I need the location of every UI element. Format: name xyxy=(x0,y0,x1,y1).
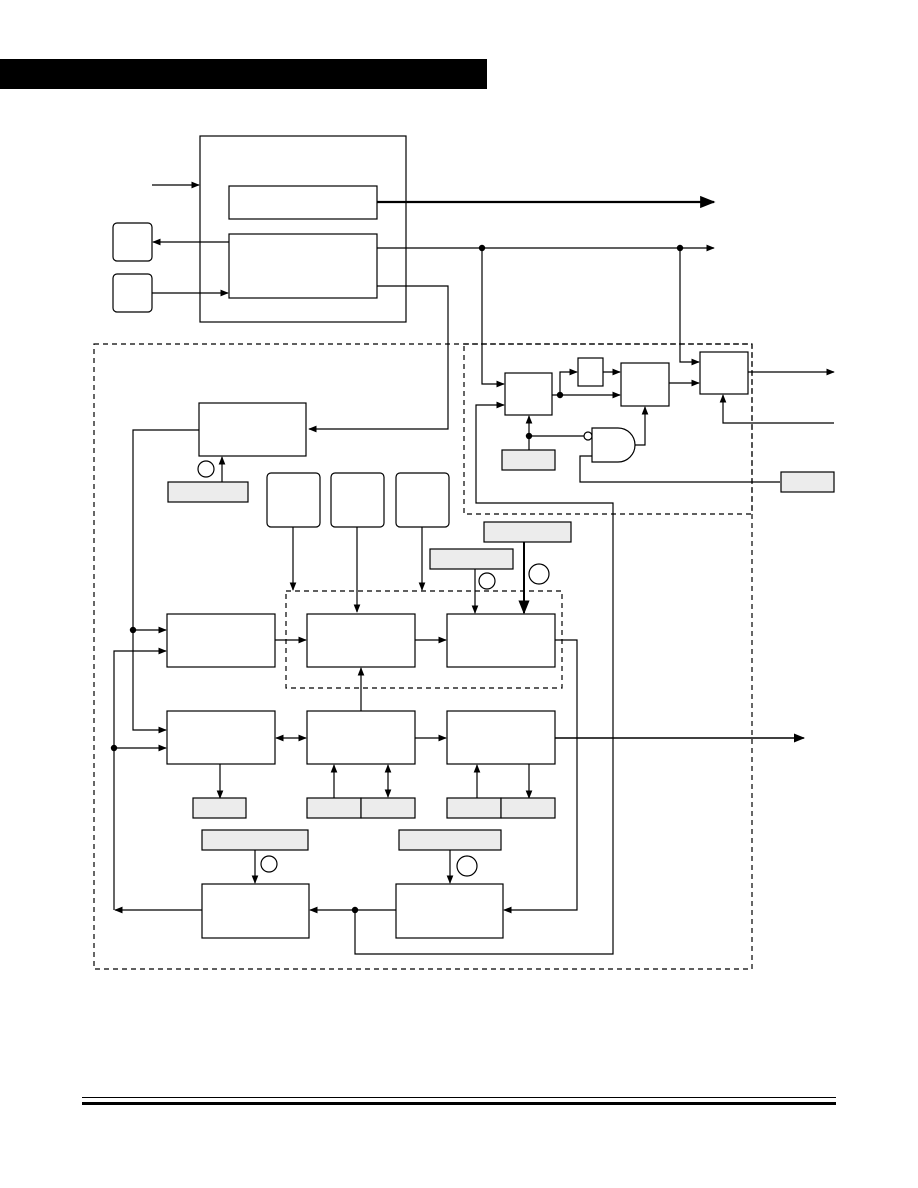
feedback-loop-to-mux xyxy=(354,401,614,955)
bottom-right-label-box xyxy=(398,829,502,851)
gate-to-latch-line xyxy=(635,406,649,446)
small-block xyxy=(577,357,604,387)
control-to-prescaler-line xyxy=(308,285,449,433)
row2-block-left xyxy=(166,710,276,765)
inverter-bubble xyxy=(583,431,593,441)
row1-block-left xyxy=(166,613,276,668)
row1-block-mid xyxy=(306,613,416,668)
upper-label-box xyxy=(483,521,572,543)
source-block-2 xyxy=(330,472,385,528)
junction-dot xyxy=(129,626,137,634)
line-to-mux-block xyxy=(481,248,505,388)
callout-circle xyxy=(528,563,550,585)
callout-circle xyxy=(478,572,496,590)
pin-block-lower xyxy=(112,273,153,313)
callout-circle xyxy=(456,855,478,877)
top-register-block xyxy=(228,185,378,220)
bottom-block-left xyxy=(201,883,310,939)
row1-right-to-bottom-line xyxy=(503,639,578,914)
callout-circle xyxy=(197,460,215,478)
control-to-output-logic-line xyxy=(679,248,700,366)
and-gate-symbol xyxy=(591,427,636,463)
output-logic-block xyxy=(699,351,749,395)
row2-block-mid xyxy=(306,710,416,765)
bottom-left-label-box xyxy=(201,829,309,851)
pin-block-upper xyxy=(112,222,153,262)
top-module-outline xyxy=(199,135,407,323)
mux-label-box xyxy=(501,449,556,471)
callout-circle xyxy=(260,855,278,873)
junction-dot xyxy=(110,744,118,752)
bottom-block-right xyxy=(395,883,504,939)
row2-left-status-box xyxy=(192,797,247,819)
main-dashed-region xyxy=(93,343,753,970)
mux-to-small-line xyxy=(552,368,578,396)
prescaler-label-box xyxy=(167,481,249,503)
label-to-gate-line xyxy=(579,455,780,483)
row1-block-right xyxy=(446,613,556,668)
mid-label-box xyxy=(429,548,514,570)
row2-mid-label-box-b xyxy=(360,797,416,819)
row2-mid-label-box-a xyxy=(306,797,362,819)
header-bar xyxy=(0,59,487,89)
row2-right-label-box-a xyxy=(446,797,502,819)
latch-block xyxy=(620,362,670,407)
row2-right-label-box-b xyxy=(500,797,556,819)
prescaler-clock-line xyxy=(132,429,199,734)
row2-block-right xyxy=(446,710,556,765)
footer-rule xyxy=(82,1097,836,1098)
source-block-1 xyxy=(266,472,321,528)
right-dashed-region xyxy=(463,343,753,515)
gate-input-label-box xyxy=(780,471,835,493)
prescaler-block xyxy=(198,402,307,457)
mux-block xyxy=(504,372,553,416)
source-block-3 xyxy=(395,472,450,528)
feedback-to-row1-left xyxy=(113,647,167,910)
footer-rule xyxy=(82,1102,836,1105)
top-control-block xyxy=(228,233,378,299)
input-to-output-logic-line xyxy=(719,394,834,424)
